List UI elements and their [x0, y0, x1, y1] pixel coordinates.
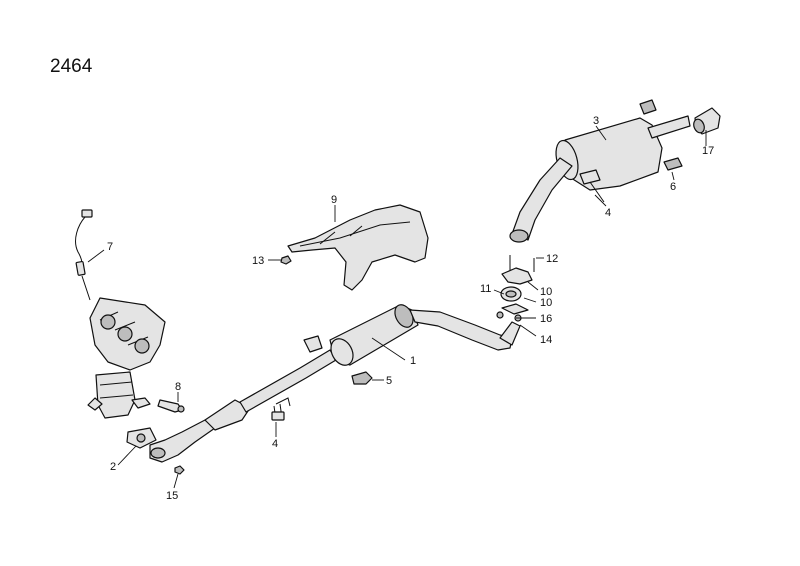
callout-16[interactable]: 16 [540, 313, 552, 325]
rubber-mount[interactable] [351, 371, 373, 385]
center-muffler[interactable] [327, 302, 419, 369]
center-pipe[interactable] [239, 349, 337, 413]
callout-7[interactable]: 7 [107, 241, 113, 253]
catalytic-converter[interactable] [87, 371, 151, 419]
oxygen-sensor-upstream[interactable] [75, 209, 93, 301]
callout-2[interactable]: 2 [110, 461, 116, 473]
flange-gasket[interactable] [500, 286, 522, 302]
leader-2 [117, 445, 137, 466]
mounting-bracket[interactable] [303, 335, 323, 353]
callout-10-lower[interactable]: 10 [540, 297, 552, 309]
rubber-mount-rear[interactable] [639, 99, 683, 171]
oxygen-sensor-downstream[interactable] [157, 399, 185, 413]
leader-4b [594, 194, 607, 207]
callout-10-upper[interactable]: 10 [540, 286, 552, 298]
callout-4-front[interactable]: 4 [272, 438, 278, 450]
leader-3 [595, 125, 607, 141]
callout-4-rear[interactable]: 4 [605, 207, 611, 219]
callout-12[interactable]: 12 [546, 253, 558, 265]
bolt[interactable] [509, 255, 535, 272]
front-pipe[interactable] [149, 399, 251, 463]
leader-14 [519, 324, 537, 337]
hanger-rear[interactable] [579, 169, 605, 203]
callout-14[interactable]: 14 [540, 334, 552, 346]
leader-11 [493, 289, 505, 295]
spring-washer[interactable] [496, 303, 529, 322]
callout-15[interactable]: 15 [166, 490, 178, 502]
callout-1[interactable]: 1 [410, 355, 416, 367]
diagram-code: 2464 [50, 56, 93, 77]
heat-shield[interactable] [287, 204, 429, 291]
flange-clamp[interactable] [501, 267, 533, 285]
leader-6 [671, 171, 675, 181]
callout-5[interactable]: 5 [386, 375, 392, 387]
callout-11[interactable]: 11 [480, 283, 491, 295]
leader-10a [527, 281, 539, 291]
hanger-front[interactable] [271, 397, 291, 421]
leader-7 [87, 249, 105, 263]
callout-3[interactable]: 3 [593, 115, 599, 127]
leader-15 [173, 473, 179, 489]
callout-13[interactable]: 13 [252, 255, 264, 267]
heat-shield-nut[interactable] [280, 255, 292, 265]
gasket[interactable] [126, 427, 157, 449]
rear-link-pipe[interactable] [409, 309, 521, 351]
leader-1 [371, 337, 406, 361]
rear-muffler[interactable] [552, 115, 691, 191]
tailpipe-trim[interactable] [692, 107, 721, 135]
callout-6[interactable]: 6 [670, 181, 676, 193]
callout-9[interactable]: 9 [331, 194, 337, 206]
nut[interactable] [174, 465, 185, 475]
callout-8[interactable]: 8 [175, 381, 181, 393]
exhaust-manifold[interactable] [89, 297, 166, 371]
tailpipe-inlet[interactable] [509, 157, 573, 243]
callout-17[interactable]: 17 [702, 145, 714, 157]
leader-10b [523, 297, 537, 303]
